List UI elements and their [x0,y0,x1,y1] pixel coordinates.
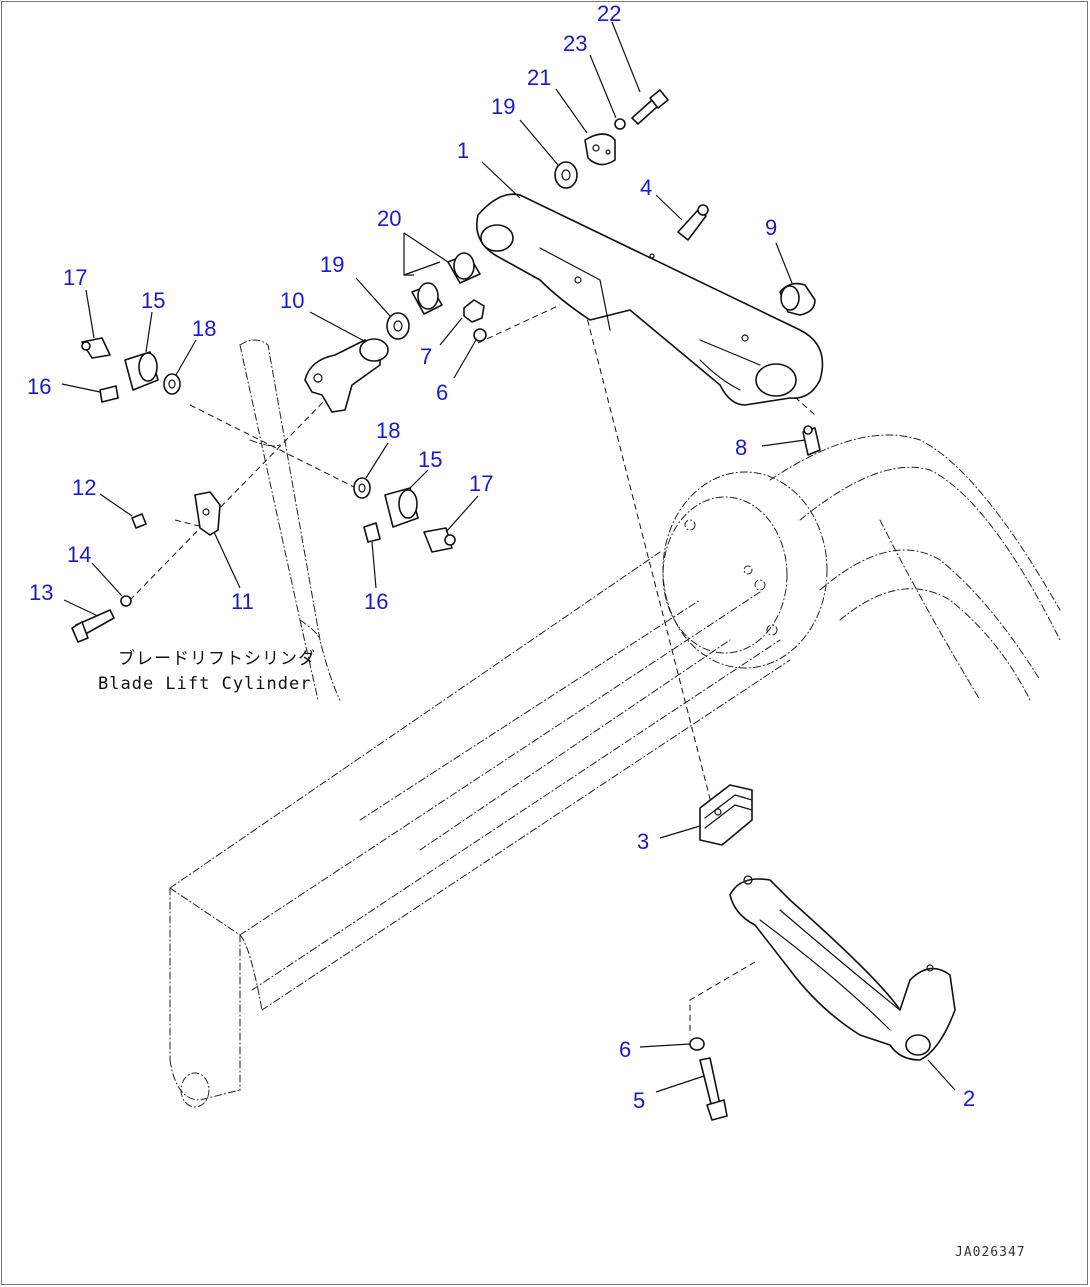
part-20-bushings [411,252,481,315]
part-1-upper-bracket [476,193,824,406]
callout-23: 23 [563,31,587,56]
part-9-bushing [779,282,816,316]
part-22-bolt [631,89,669,125]
callout-6-lower: 6 [619,1037,631,1062]
callout-1: 1 [457,138,469,163]
part-4-grease-fitting [677,204,709,241]
part-15-bushing-right [384,487,419,528]
callout-17-left: 17 [63,265,87,290]
callout-19-right: 19 [491,94,515,119]
part-13-bolt [71,609,115,643]
part-8-grease-fitting [802,425,821,456]
callout-15-left: 15 [141,288,165,313]
callout-5: 5 [633,1088,645,1113]
part-21-plate [584,133,616,166]
callouts: 1 2 3 4 5 6 6 7 8 9 10 11 12 13 14 15 15… [27,1,975,1113]
assembly-lines [129,304,816,1035]
callout-10: 10 [280,288,304,313]
part-6-washer-upper [473,328,487,342]
callout-8: 8 [735,435,747,460]
callout-16-right: 16 [364,589,388,614]
part-11-bracket [194,491,221,536]
part-12-bolt [131,513,147,529]
part-18-washer-left [163,373,181,395]
part-5-bolt [699,1057,728,1121]
callout-18-left: 18 [192,316,216,341]
part-6-washer-lower [689,1037,705,1051]
part-7-nut [463,299,485,323]
part-10-clevis [304,338,389,413]
part-17-fitting-left [81,337,111,359]
callout-19-left: 19 [320,252,344,277]
figure-id: JA026347 [955,1245,1026,1260]
part-2-lower-bracket [729,875,956,1061]
callout-20: 20 [377,206,401,231]
callout-4: 4 [640,175,652,200]
callout-9: 9 [765,215,777,240]
part-16-pin-left [99,385,119,403]
caption-english: Blade Lift Cylinder [98,674,311,694]
callout-18-right: 18 [376,418,400,443]
part-19-collar-right [554,161,578,189]
part-15-bushing-left [124,351,159,391]
callout-6-upper: 6 [436,380,448,405]
part-17-fitting-right [423,527,456,553]
callout-13: 13 [29,580,53,605]
part-23-washer [614,118,626,130]
caption-japanese: ブレードリフトシリンダ [118,648,316,669]
part-19-collar-left [386,312,410,340]
callout-16-left: 16 [27,374,51,399]
part-3-shims [699,784,753,846]
callout-2: 2 [963,1086,975,1111]
blade-lift-cylinder [239,339,341,701]
callout-3: 3 [637,829,649,854]
callout-15-right: 15 [418,447,442,472]
ghost-axle-frame [169,434,1061,1108]
callout-7: 7 [420,344,432,369]
callout-14: 14 [67,542,91,567]
callout-22: 22 [597,1,621,26]
callout-21: 21 [527,65,551,90]
part-16-pin-right [363,522,381,543]
callout-17-right: 17 [469,471,493,496]
callout-11: 11 [231,589,254,614]
callout-12: 12 [72,475,96,500]
leader-lines [61,21,956,1093]
part-14-washer [120,595,132,607]
part-18-washer-right [353,477,371,499]
